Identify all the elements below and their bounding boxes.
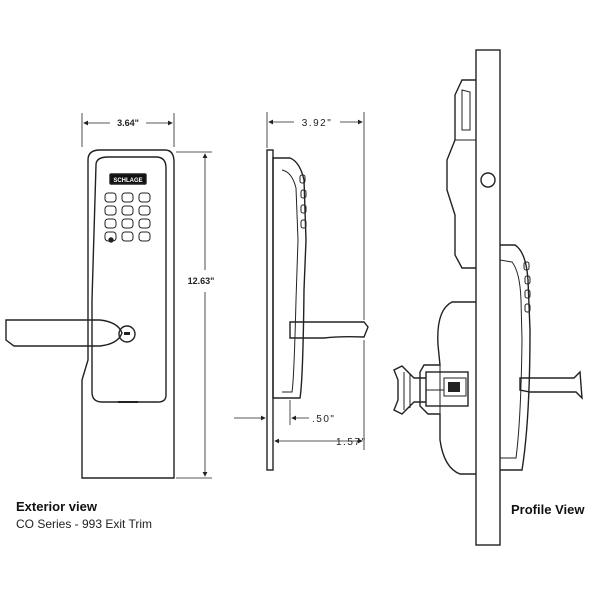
- thumb-turn-icon: [393, 365, 426, 415]
- keypad-buttons: [104, 192, 151, 242]
- side-door-plate: [266, 149, 274, 471]
- profile-view-title: Profile View: [511, 502, 585, 517]
- exterior-keypad-housing: [91, 156, 167, 403]
- dim-depth-label: 3.92": [302, 118, 333, 129]
- side-view: [266, 149, 369, 471]
- keypad-key: [121, 205, 134, 216]
- exterior-view-subtitle: CO Series - 993 Exit Trim: [16, 517, 153, 531]
- profile-door: [475, 49, 501, 546]
- keypad-key: [138, 231, 151, 242]
- exterior-view: SCHLAGE: [5, 149, 175, 479]
- keypad-key: [138, 205, 151, 216]
- svg-text:SCHLAGE: SCHLAGE: [113, 178, 142, 184]
- exterior-lever: [5, 319, 123, 347]
- exterior-escutcheon: [81, 149, 175, 479]
- profile-exterior-housing: [500, 244, 531, 471]
- door-bore-icon: [480, 172, 496, 188]
- keypad-key: [138, 192, 151, 203]
- keypad-key: [121, 218, 134, 229]
- keypad-key: [104, 192, 117, 203]
- keypad-key: [104, 218, 117, 229]
- key-cylinder-icon: [118, 325, 136, 343]
- profile-upper-housing: [446, 79, 476, 269]
- dim-height-label: 12.63": [188, 276, 215, 286]
- profile-exterior-lever: [519, 370, 583, 400]
- profile-exit-device: [419, 301, 476, 475]
- profile-view: [393, 49, 583, 546]
- keypad-key: [104, 205, 117, 216]
- dim-width-label: 3.64": [117, 118, 139, 128]
- side-housing: [272, 157, 307, 399]
- keypad-key: [121, 231, 134, 242]
- side-dimensions: [234, 112, 365, 450]
- status-led-icon: [108, 237, 114, 243]
- exterior-view-title: Exterior view: [16, 499, 97, 514]
- side-lever: [289, 321, 369, 339]
- schlage-logo: [109, 173, 147, 185]
- keypad-key: [121, 192, 134, 203]
- exterior-dimensions: [81, 113, 212, 479]
- dim-lever-label: 1.57": [336, 437, 367, 448]
- dim-plate-label: .50": [312, 414, 335, 425]
- exit-mechanism: [425, 371, 469, 407]
- keypad-key: [138, 218, 151, 229]
